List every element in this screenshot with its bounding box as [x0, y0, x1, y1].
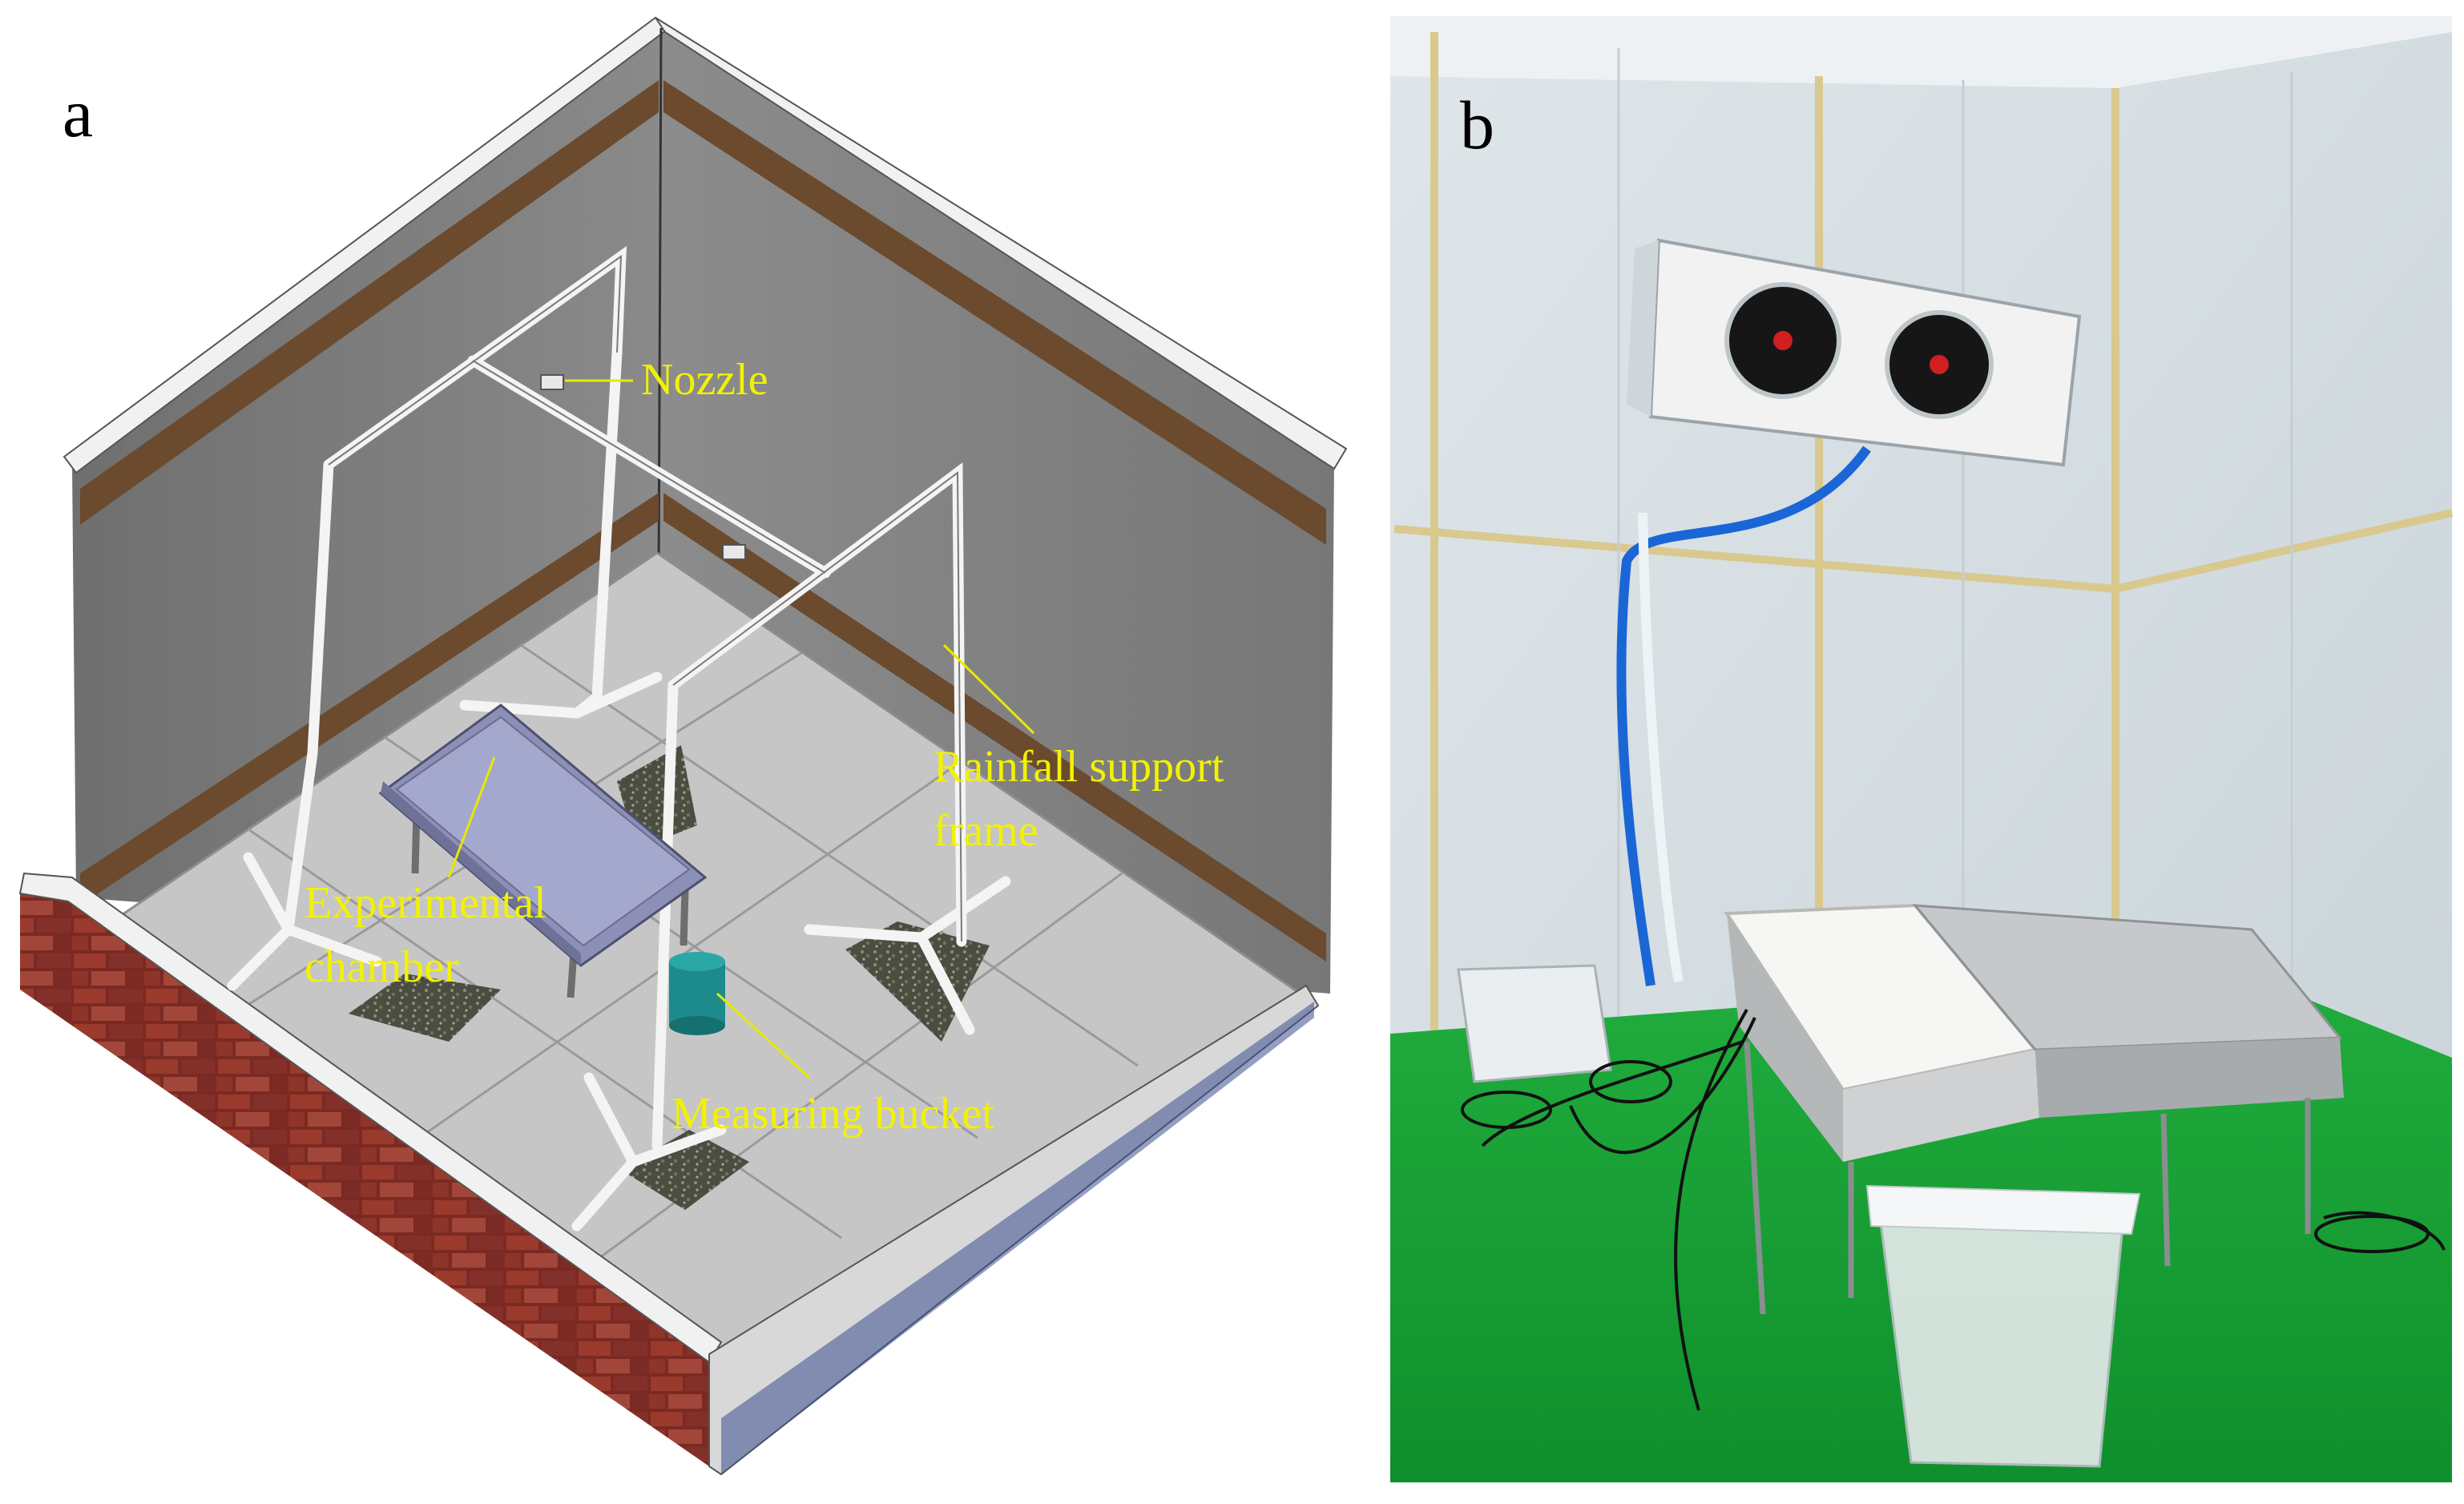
front-brick-wall	[20, 889, 709, 1466]
panel-a-schematic: a Nozzle Rainfall support frame Experime…	[18, 16, 1348, 1476]
photo-wall-panel-lines	[1617, 48, 2293, 1026]
right-wall-band-lower	[663, 493, 1326, 962]
panel-b-label: b	[1460, 87, 1494, 163]
rainfall-support-frame-label-line1: Rainfall support	[934, 742, 1224, 792]
steel-chamber	[1724, 903, 2344, 1315]
front-right-wall-face	[721, 1002, 1314, 1474]
rainfall-support-frame-outline	[328, 254, 962, 942]
gravel-patch	[349, 974, 501, 1042]
panel-a-label: a	[63, 75, 93, 151]
measuring-bucket-label: Measuring bucket	[671, 1089, 994, 1139]
drain-pipe	[1638, 512, 1684, 983]
right-wall-band-upper	[663, 80, 1326, 545]
nozzle-label: Nozzle	[641, 355, 768, 405]
leader-line-bucket	[716, 992, 811, 1079]
leader-lines	[447, 379, 1035, 1079]
experimental-chamber-label-line2: chamber	[304, 942, 459, 992]
right-wall-rim	[655, 17, 1348, 470]
collection-bucket	[1865, 1184, 2141, 1468]
storage-box	[1457, 964, 1612, 1083]
water-hose	[1616, 446, 1871, 986]
gravel-patch	[845, 921, 990, 1042]
leader-line-frame	[942, 643, 1035, 735]
cooling-unit	[1627, 238, 2082, 467]
panel-b-photo: b	[1390, 16, 2454, 1482]
left-wall-band-lower	[80, 493, 659, 905]
photo-ceiling	[1390, 16, 2452, 88]
nozzle-icon	[540, 374, 746, 560]
experimental-chamber	[378, 704, 708, 998]
experimental-chamber-label-line1: Experimental	[304, 878, 546, 928]
rainfall-support-frame-label-line2: frame	[934, 806, 1038, 856]
left-wall-band-upper	[80, 80, 659, 525]
sensor-cables	[1461, 1009, 2446, 1411]
measuring-bucket	[669, 952, 725, 1035]
gravel-patch	[621, 1130, 749, 1210]
leader-line-chamber	[447, 756, 496, 878]
